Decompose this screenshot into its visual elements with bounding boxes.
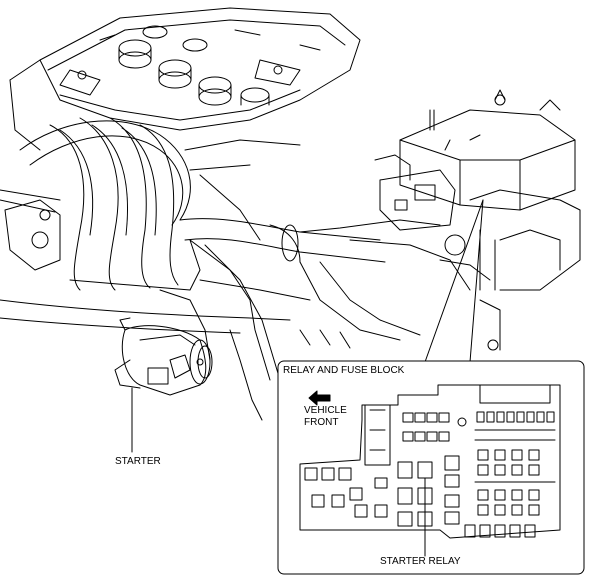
fuse-row-top	[403, 413, 449, 441]
relay-block-inset	[278, 361, 584, 574]
direction-label-line2: FRONT	[304, 417, 339, 428]
inset-leader-lines	[425, 200, 483, 362]
direction-label-line1: VEHICLE	[304, 405, 347, 416]
battery-area-illustration	[375, 90, 580, 350]
arrow-left-icon	[309, 391, 330, 405]
ignition-coils	[119, 26, 269, 105]
starter-label: STARTER	[115, 456, 161, 467]
starter-illustration	[115, 318, 212, 452]
engine-head-illustration	[10, 8, 360, 150]
starter-relay-label: STARTER RELAY	[380, 556, 461, 567]
relay-block-title: RELAY AND FUSE BLOCK	[283, 365, 405, 376]
intake-manifold-illustration	[0, 118, 300, 290]
air-duct-illustration	[0, 219, 470, 420]
fuse-columns-right	[475, 412, 555, 515]
